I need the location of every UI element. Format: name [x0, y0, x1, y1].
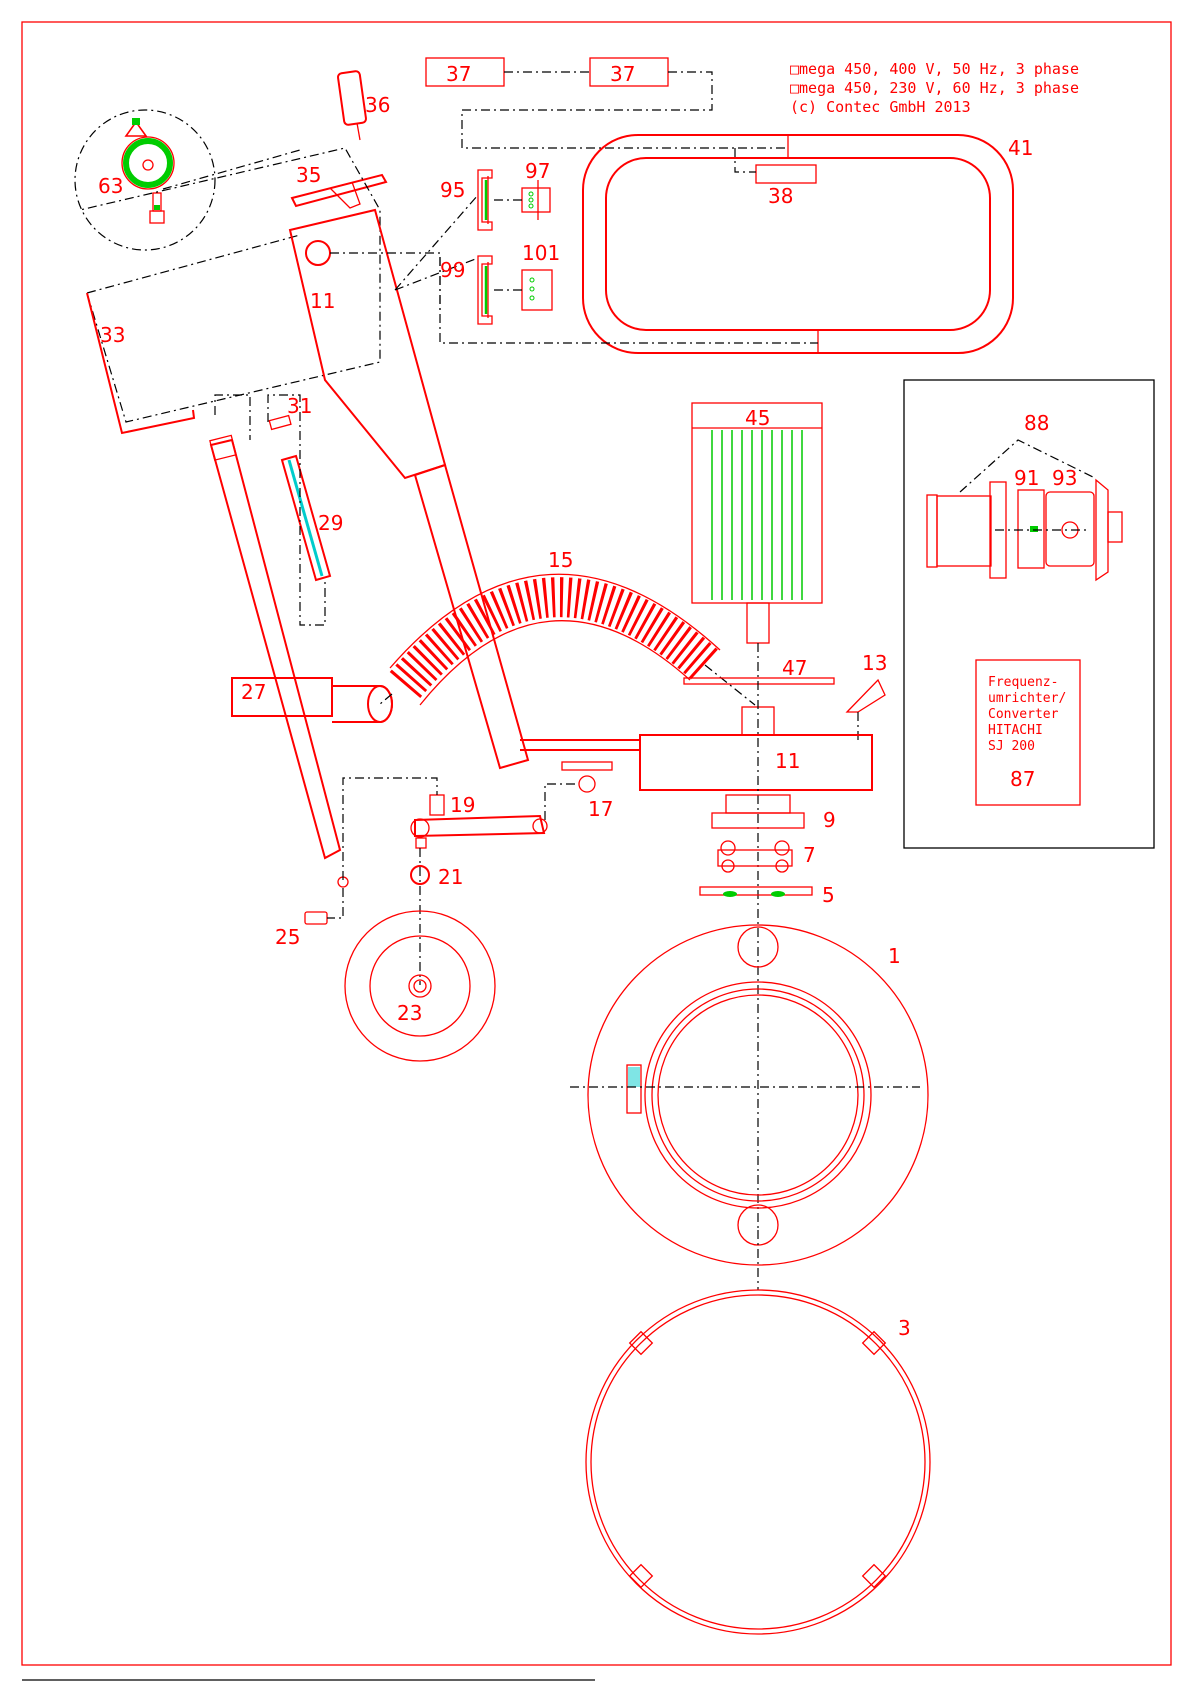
label-17: 17 [588, 797, 613, 821]
label-99: 99 [440, 258, 465, 282]
part-3-base-ring [586, 1290, 930, 1634]
label-7: 7 [803, 843, 816, 867]
part-93-switch [1046, 492, 1094, 566]
part-labels: 37 37 36 35 63 41 38 95 97 99 101 11 33 … [98, 62, 1077, 1340]
converter-line-3: Converter [988, 707, 1059, 722]
label-101: 101 [522, 241, 560, 265]
part-97-connector [494, 180, 550, 220]
label-23: 23 [397, 1001, 422, 1025]
label-1: 1 [888, 944, 901, 968]
part-5-plate [700, 887, 812, 897]
label-11-column: 11 [310, 289, 335, 313]
label-11-gearbox: 11 [775, 749, 800, 773]
converter-line-4: HITACHI [988, 723, 1043, 738]
label-36: 36 [365, 93, 390, 117]
converter-line-5: SJ 200 [988, 739, 1035, 754]
inset-panel: Frequenz- umrichter/ Converter HITACHI S… [904, 380, 1154, 848]
part-11-column [290, 195, 528, 768]
label-37a: 37 [446, 62, 471, 86]
part-101-connector [494, 270, 552, 310]
title-line-1: □mega 450, 400 V, 50 Hz, 3 phase [790, 60, 1079, 78]
part-38-box [756, 165, 816, 183]
title-line-2: □mega 450, 230 V, 60 Hz, 3 phase [790, 79, 1079, 97]
label-95: 95 [440, 178, 465, 202]
part-23-wheel [345, 911, 495, 1061]
label-25: 25 [275, 925, 300, 949]
part-25-plug [305, 888, 343, 924]
label-35: 35 [296, 163, 321, 187]
label-88: 88 [1024, 411, 1049, 435]
part-13-cover [847, 680, 885, 712]
label-91: 91 [1014, 466, 1039, 490]
label-21: 21 [438, 865, 463, 889]
part-45-motor [692, 403, 822, 643]
converter-line-1: Frequenz- [988, 675, 1058, 690]
label-97: 97 [525, 159, 550, 183]
label-29: 29 [318, 511, 343, 535]
label-27: 27 [241, 680, 266, 704]
label-37b: 37 [610, 62, 635, 86]
label-47: 47 [782, 656, 807, 680]
label-45: 45 [745, 406, 770, 430]
label-93: 93 [1052, 466, 1077, 490]
converter-line-2: umrichter/ [988, 691, 1066, 706]
converter-number: 87 [1010, 767, 1035, 791]
label-5: 5 [822, 883, 835, 907]
label-19: 19 [450, 793, 475, 817]
label-13: 13 [862, 651, 887, 675]
part-99-bracket [478, 256, 492, 324]
part-47-disc [684, 678, 834, 684]
label-41: 41 [1008, 136, 1033, 160]
label-3: 3 [898, 1316, 911, 1340]
label-33: 33 [100, 323, 125, 347]
part-95-bracket [478, 170, 492, 230]
title-block: □mega 450, 400 V, 50 Hz, 3 phase □mega 4… [790, 60, 1079, 116]
title-line-3: (c) Contec GmbH 2013 [790, 98, 971, 116]
part-36-handle [337, 71, 366, 140]
label-63: 63 [98, 174, 123, 198]
label-38: 38 [768, 184, 793, 208]
label-9: 9 [823, 808, 836, 832]
label-15: 15 [548, 548, 573, 572]
part-88-housing [937, 496, 991, 566]
part-7-hub [718, 841, 792, 872]
label-31: 31 [287, 394, 312, 418]
part-1-ring [570, 925, 928, 1265]
